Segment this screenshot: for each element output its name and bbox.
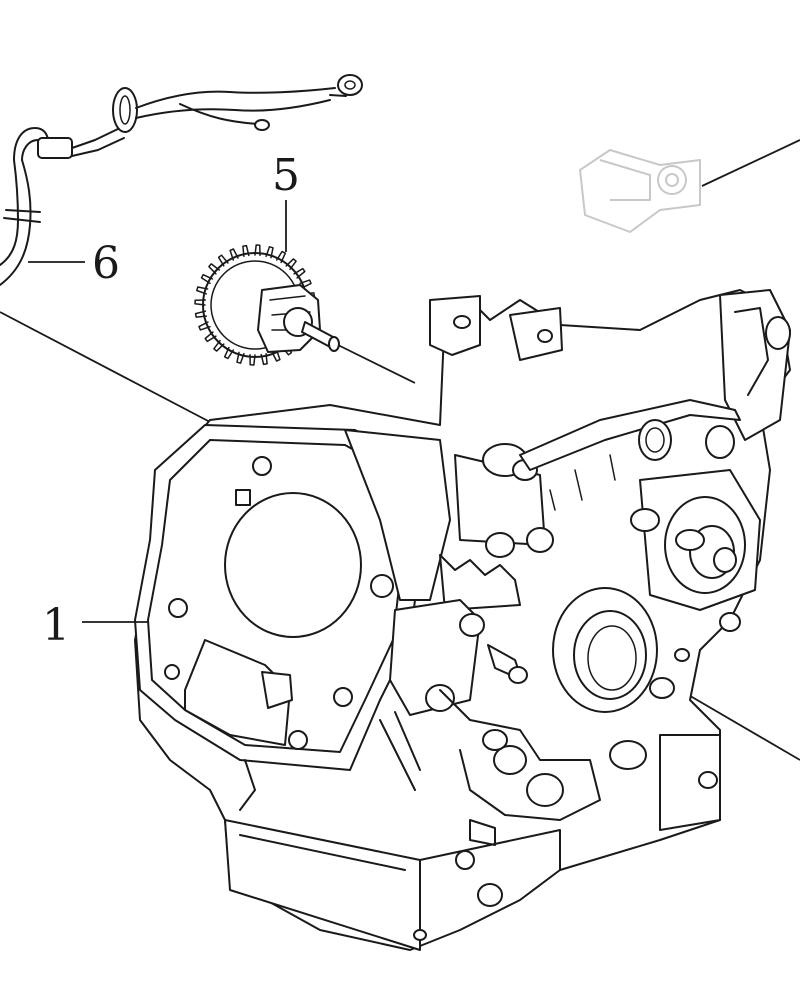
gear-tooth xyxy=(200,273,214,285)
gear-tooth xyxy=(194,299,207,306)
gear-tooth xyxy=(285,258,297,271)
gear-tooth xyxy=(271,349,281,362)
watermark-icon xyxy=(579,149,701,233)
gear-tooth xyxy=(265,246,274,259)
gear-tooth xyxy=(254,244,261,257)
gear-tooth xyxy=(260,352,268,366)
crankcase-block xyxy=(134,289,791,951)
gear-tooth xyxy=(223,346,235,360)
gear-tooth xyxy=(275,250,287,264)
leader-line-upper-left xyxy=(0,311,211,423)
leader-line-gear-axis xyxy=(337,344,416,384)
gear-tooth xyxy=(293,267,306,279)
gear-tooth xyxy=(198,321,211,331)
gear-tooth xyxy=(229,248,239,261)
gear-tooth xyxy=(196,286,209,295)
gear-tooth xyxy=(213,339,225,352)
callout-6: 6 xyxy=(92,238,120,289)
leader-line-offpage xyxy=(701,139,800,187)
gear-tooth xyxy=(299,279,312,289)
callout-1: 1 xyxy=(42,600,70,651)
gear-tooth xyxy=(242,244,250,258)
gear-tooth xyxy=(236,351,245,364)
wiring-harness xyxy=(0,74,363,286)
leader-line-lower-right xyxy=(679,689,800,761)
gear-tooth xyxy=(249,353,256,366)
gear-tooth xyxy=(204,331,217,343)
gear-tooth xyxy=(194,310,208,318)
callout-5: 5 xyxy=(272,150,300,201)
gear-tooth xyxy=(208,263,221,275)
gear-tooth xyxy=(217,254,229,267)
governor-gear xyxy=(194,244,340,366)
